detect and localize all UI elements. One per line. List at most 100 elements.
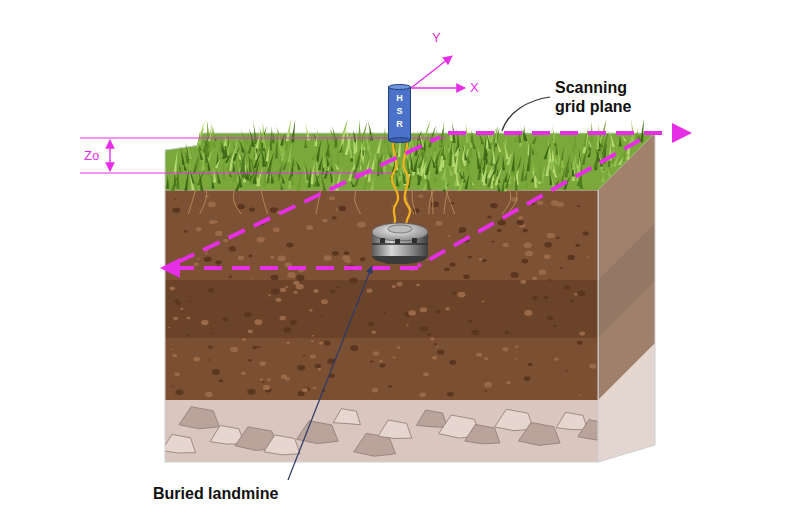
pebble (568, 255, 575, 260)
pebble (263, 385, 271, 390)
grass-blade (395, 171, 399, 186)
grass-blade (372, 151, 377, 161)
grass-blade (275, 168, 281, 182)
pebble (506, 381, 511, 384)
grass-blade (265, 145, 269, 162)
grass-blade (504, 171, 508, 182)
pebble (172, 354, 177, 358)
grass-blade (524, 171, 528, 181)
pebble (447, 392, 454, 397)
rock (556, 412, 587, 429)
grass-blade (201, 158, 204, 170)
dimension-label: Zo (84, 148, 99, 164)
grass-blade (293, 157, 301, 170)
grass-blade (529, 164, 537, 188)
grass-blade (222, 159, 225, 181)
pebble (497, 229, 502, 232)
grass-blade (560, 147, 564, 160)
pebble (463, 274, 470, 279)
pebble (589, 364, 596, 369)
pebble (432, 356, 437, 360)
grass-blade (304, 120, 311, 140)
grass-blade (532, 135, 537, 144)
pebble (275, 298, 281, 302)
grass-blade (454, 145, 460, 156)
pebble (502, 347, 508, 351)
grass-blade (467, 129, 472, 148)
grass-blade (501, 177, 504, 192)
grass-blade (339, 143, 343, 153)
pebble (484, 382, 492, 388)
pebble (487, 216, 491, 219)
rock (179, 407, 219, 429)
dimension-arrow (109, 140, 110, 171)
pebble (457, 292, 465, 298)
pebble (168, 327, 170, 329)
grass-blade (280, 133, 285, 145)
pebble (452, 291, 456, 294)
grass-root (233, 188, 241, 214)
pebble (323, 340, 330, 345)
grass-blade (545, 152, 551, 176)
grass-blade (458, 175, 466, 191)
grass-blade (596, 123, 599, 149)
pebble (194, 263, 199, 266)
grass-blade (640, 118, 644, 142)
pebble (419, 392, 426, 397)
pebble (450, 262, 456, 266)
grass-blade (554, 155, 558, 164)
pebble (230, 347, 238, 353)
pebble (310, 354, 316, 358)
grass-root (429, 188, 435, 214)
pebble (182, 311, 184, 313)
grass-root (431, 188, 433, 214)
pebble (324, 255, 332, 261)
grass-blade (521, 161, 525, 181)
grass-blade (566, 160, 569, 173)
pebble (577, 290, 585, 296)
pebble (244, 312, 252, 317)
grass-root (188, 188, 196, 214)
grass-blade (338, 139, 346, 156)
grass-blade (428, 125, 436, 147)
grass-root (502, 188, 511, 214)
grass-blade (554, 136, 558, 154)
pebble (436, 221, 443, 226)
pebble (583, 231, 589, 235)
pebble (257, 237, 265, 243)
pebble (322, 219, 327, 223)
pebble (485, 390, 487, 392)
grass-blade (347, 179, 355, 187)
grass-blade (444, 167, 447, 190)
pebble (575, 244, 579, 247)
pebble (335, 208, 338, 210)
axis-label: Y (432, 30, 441, 46)
pebble (373, 351, 379, 355)
pebble (286, 243, 293, 248)
pebble (511, 272, 519, 278)
grass-blade (318, 168, 326, 191)
pebble (578, 394, 580, 396)
pebble (514, 358, 517, 360)
pebble (392, 356, 395, 358)
rock (165, 434, 196, 453)
pebble (574, 293, 578, 296)
pebble (397, 346, 400, 348)
pebble (223, 239, 228, 243)
pebble (577, 205, 580, 207)
pebble (476, 353, 482, 357)
pebble (219, 379, 223, 382)
pebble (408, 310, 416, 315)
pebble (296, 275, 304, 281)
grass-blade (282, 159, 288, 169)
pebble (468, 256, 472, 259)
pebble (570, 299, 574, 302)
grass-blade (553, 162, 556, 173)
pebble (180, 308, 183, 310)
grass-blade (477, 155, 482, 180)
pebble (262, 381, 265, 383)
pebble (459, 227, 467, 232)
grass-blade (253, 121, 257, 144)
pebble (248, 330, 253, 334)
